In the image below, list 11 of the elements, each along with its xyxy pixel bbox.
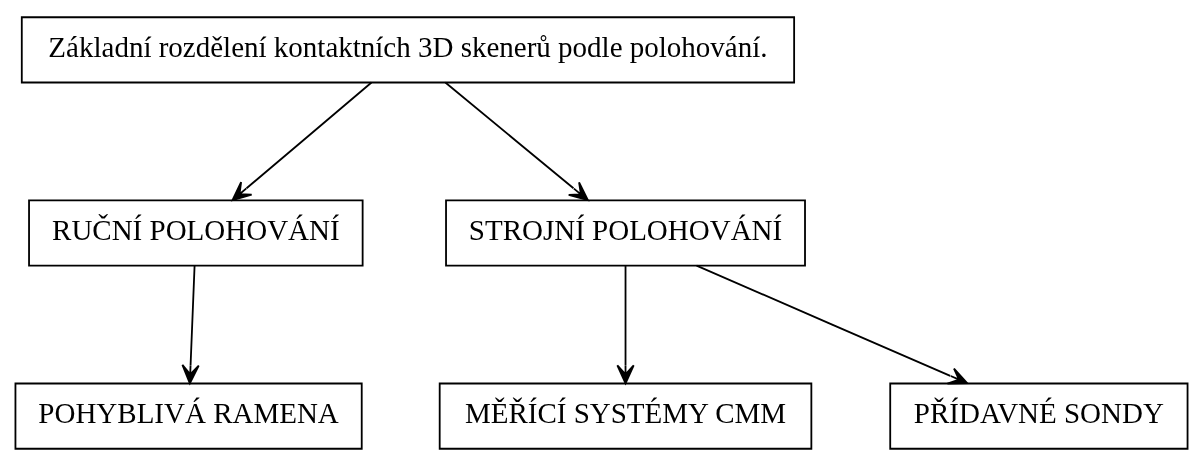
node-box: MĚŘÍCÍ SYSTÉMY CMM: [438, 382, 813, 450]
arrow: [616, 265, 635, 385]
arrow: [695, 264, 969, 385]
node-box: STROJNÍ POLOHOVÁNÍ: [445, 199, 806, 267]
arrow: [444, 81, 589, 202]
node-box: RUČNÍ POLOHOVÁNÍ: [28, 199, 364, 267]
node-box: PŘÍDAVNÉ SONDY: [889, 382, 1189, 450]
arrow: [181, 265, 200, 385]
arrow: [231, 81, 373, 202]
node-box: Základní rozdělení kontaktních 3D skenerů podle polohování.: [20, 16, 796, 84]
node-box: POHYBLIVÁ RAMENA: [14, 382, 363, 450]
